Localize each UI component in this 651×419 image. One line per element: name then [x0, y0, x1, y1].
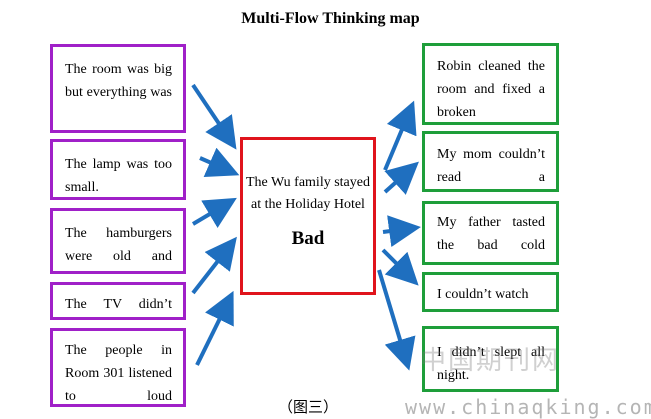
effect-text: Robin cleaned the room and fixed a broke… — [437, 59, 545, 120]
cause-arrow-5 — [195, 290, 234, 366]
cause-text: The people in Room 301 listened to loud — [65, 343, 172, 404]
cause-box-1: The room was big but everything was — [50, 44, 186, 133]
cause-arrow-4 — [191, 236, 237, 295]
central-topic-text: The Wu family stayed at the Holiday Hote… — [246, 175, 370, 212]
effect-box-4: I couldn’t watch — [422, 272, 559, 312]
central-topic-box: The Wu family stayed at the Holiday Hote… — [240, 137, 376, 295]
effect-arrow-3 — [382, 215, 421, 248]
cause-box-2: The lamp was too small. — [50, 139, 186, 200]
watermark-url: www.chinaqking.com — [405, 395, 651, 419]
effect-text: I couldn’t watch — [437, 287, 529, 302]
cause-box-5: The people in Room 301 listened to loud — [50, 328, 186, 407]
effect-box-1: Robin cleaned the room and fixed a broke… — [422, 43, 559, 125]
cause-text: The TV didn’t — [65, 297, 172, 312]
cause-text: The lamp was too small. — [65, 157, 172, 195]
effect-text: I didn’t slept all night. — [437, 345, 545, 383]
effect-arrow-2 — [383, 161, 419, 195]
cause-arrow-1 — [191, 83, 237, 150]
effect-box-2: My mom couldn’t read a — [422, 131, 559, 192]
cause-box-4: The TV didn’t — [50, 282, 186, 320]
cause-arrow-2 — [199, 147, 240, 178]
central-quality-label: Bad — [291, 228, 325, 249]
diagram-title: Multi-Flow Thinking map — [241, 10, 420, 27]
effect-box-5: I didn’t slept all night. — [422, 326, 559, 392]
figure-caption: （图三） — [278, 398, 339, 416]
effect-arrow-5 — [377, 269, 416, 371]
cause-box-3: The hamburgers were old and — [50, 208, 186, 274]
effect-text: My father tasted the bad cold — [437, 215, 545, 253]
effect-text: My mom couldn’t read a — [437, 147, 545, 185]
cause-text: The hamburgers were old and — [65, 226, 172, 264]
watermark-cn: 中国期刊网 — [420, 346, 561, 376]
effect-arrow-4 — [381, 248, 419, 286]
cause-text: The room was big but everything was — [65, 62, 172, 100]
cause-arrow-3 — [191, 197, 237, 229]
effect-arrow-1 — [383, 100, 417, 171]
effect-box-3: My father tasted the bad cold — [422, 201, 559, 265]
